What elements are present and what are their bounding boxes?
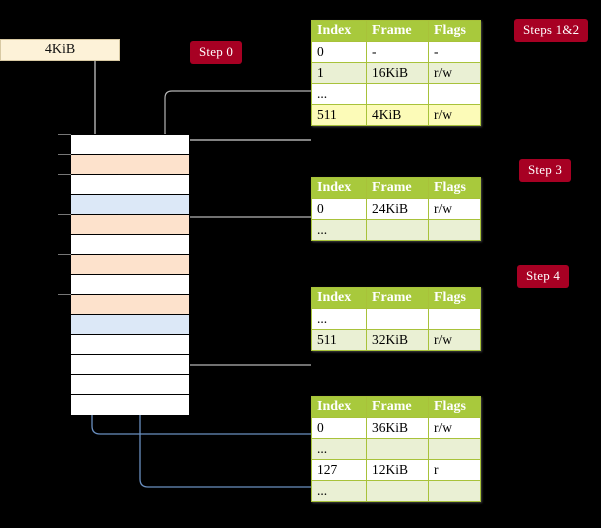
table-cell: 16KiB xyxy=(366,62,429,84)
table-cell: 511 xyxy=(311,104,367,126)
physical-memory-strip xyxy=(70,134,190,415)
table-cell xyxy=(366,308,429,330)
table-cell: r/w xyxy=(428,417,481,439)
table-cell: ... xyxy=(311,438,367,460)
table-cell: 1 xyxy=(311,62,367,84)
table-cell: 24KiB xyxy=(366,198,429,220)
memory-tick xyxy=(58,174,71,175)
wire-table4-row127-to-memory xyxy=(133,217,311,488)
table-cell: r/w xyxy=(428,62,481,84)
table-cell xyxy=(366,219,429,241)
column-header: Flags xyxy=(428,396,481,418)
table-row: ... xyxy=(311,219,481,241)
memory-tick xyxy=(58,254,71,255)
table-row: ... xyxy=(311,308,481,330)
table-cell xyxy=(428,219,481,241)
memory-row xyxy=(71,395,189,415)
table-row: ... xyxy=(311,480,481,502)
table-cell: ... xyxy=(311,480,367,502)
table-cell: r xyxy=(428,459,481,481)
table-cell xyxy=(366,438,429,460)
column-header: Index xyxy=(311,287,367,309)
column-header: Index xyxy=(311,396,367,418)
table-cell xyxy=(428,83,481,105)
memory-row xyxy=(71,335,189,355)
column-header: Index xyxy=(311,20,367,42)
table-cell: - xyxy=(428,41,481,63)
table-cell xyxy=(428,308,481,330)
table-cell: 4KiB xyxy=(366,104,429,126)
memory-tick xyxy=(58,134,71,135)
memory-row xyxy=(71,175,189,195)
column-header: Index xyxy=(311,177,367,199)
table-cell: 32KiB xyxy=(366,329,429,351)
step-label-steps-1-2: Steps 1&2 xyxy=(514,19,589,42)
step-label-step3: Step 3 xyxy=(519,159,572,182)
table-row: 0-- xyxy=(311,41,481,63)
memory-row xyxy=(71,295,189,315)
memory-tick xyxy=(58,214,71,215)
table-cell: - xyxy=(366,41,429,63)
table-cell: ... xyxy=(311,308,367,330)
table-row: ... xyxy=(311,83,481,105)
table-cell xyxy=(428,480,481,502)
memory-row xyxy=(71,195,189,215)
step-label-step0: Step 0 xyxy=(190,41,243,64)
table-cell: r/w xyxy=(428,198,481,220)
table-cell: 511 xyxy=(311,329,367,351)
column-header: Frame xyxy=(366,287,429,309)
column-header: Frame xyxy=(366,20,429,42)
table-cell: 0 xyxy=(311,198,367,220)
column-header: Frame xyxy=(366,396,429,418)
table-cell: r/w xyxy=(428,329,481,351)
source-frame-label: 4KiB xyxy=(44,42,76,57)
table-cell: 0 xyxy=(311,417,367,439)
table-cell xyxy=(366,83,429,105)
table-cell: ... xyxy=(311,83,367,105)
memory-row xyxy=(71,375,189,395)
memory-row xyxy=(71,135,189,155)
memory-row xyxy=(71,255,189,275)
source-frame-box: 4KiB xyxy=(0,39,120,61)
table-cell: 12KiB xyxy=(366,459,429,481)
memory-row xyxy=(71,315,189,335)
table-cell: ... xyxy=(311,219,367,241)
column-header: Flags xyxy=(428,287,481,309)
memory-row xyxy=(71,235,189,255)
memory-row xyxy=(71,355,189,375)
memory-tick xyxy=(58,294,71,295)
table-cell xyxy=(428,438,481,460)
memory-tick xyxy=(58,154,71,155)
table-cell: r/w xyxy=(428,104,481,126)
wire-table4-row0-to-memory xyxy=(85,337,311,435)
table-cell: 127 xyxy=(311,459,367,481)
table-cell: 36KiB xyxy=(366,417,429,439)
memory-row xyxy=(71,155,189,175)
memory-row xyxy=(71,215,189,235)
table-cell xyxy=(366,480,429,502)
table-row: ... xyxy=(311,438,481,460)
wire-step3-table2-to-memory xyxy=(173,154,311,272)
table-cell: 0 xyxy=(311,41,367,63)
column-header: Flags xyxy=(428,177,481,199)
column-header: Flags xyxy=(428,20,481,42)
memory-row xyxy=(71,275,189,295)
step-label-step4: Step 4 xyxy=(517,265,570,288)
column-header: Frame xyxy=(366,177,429,199)
